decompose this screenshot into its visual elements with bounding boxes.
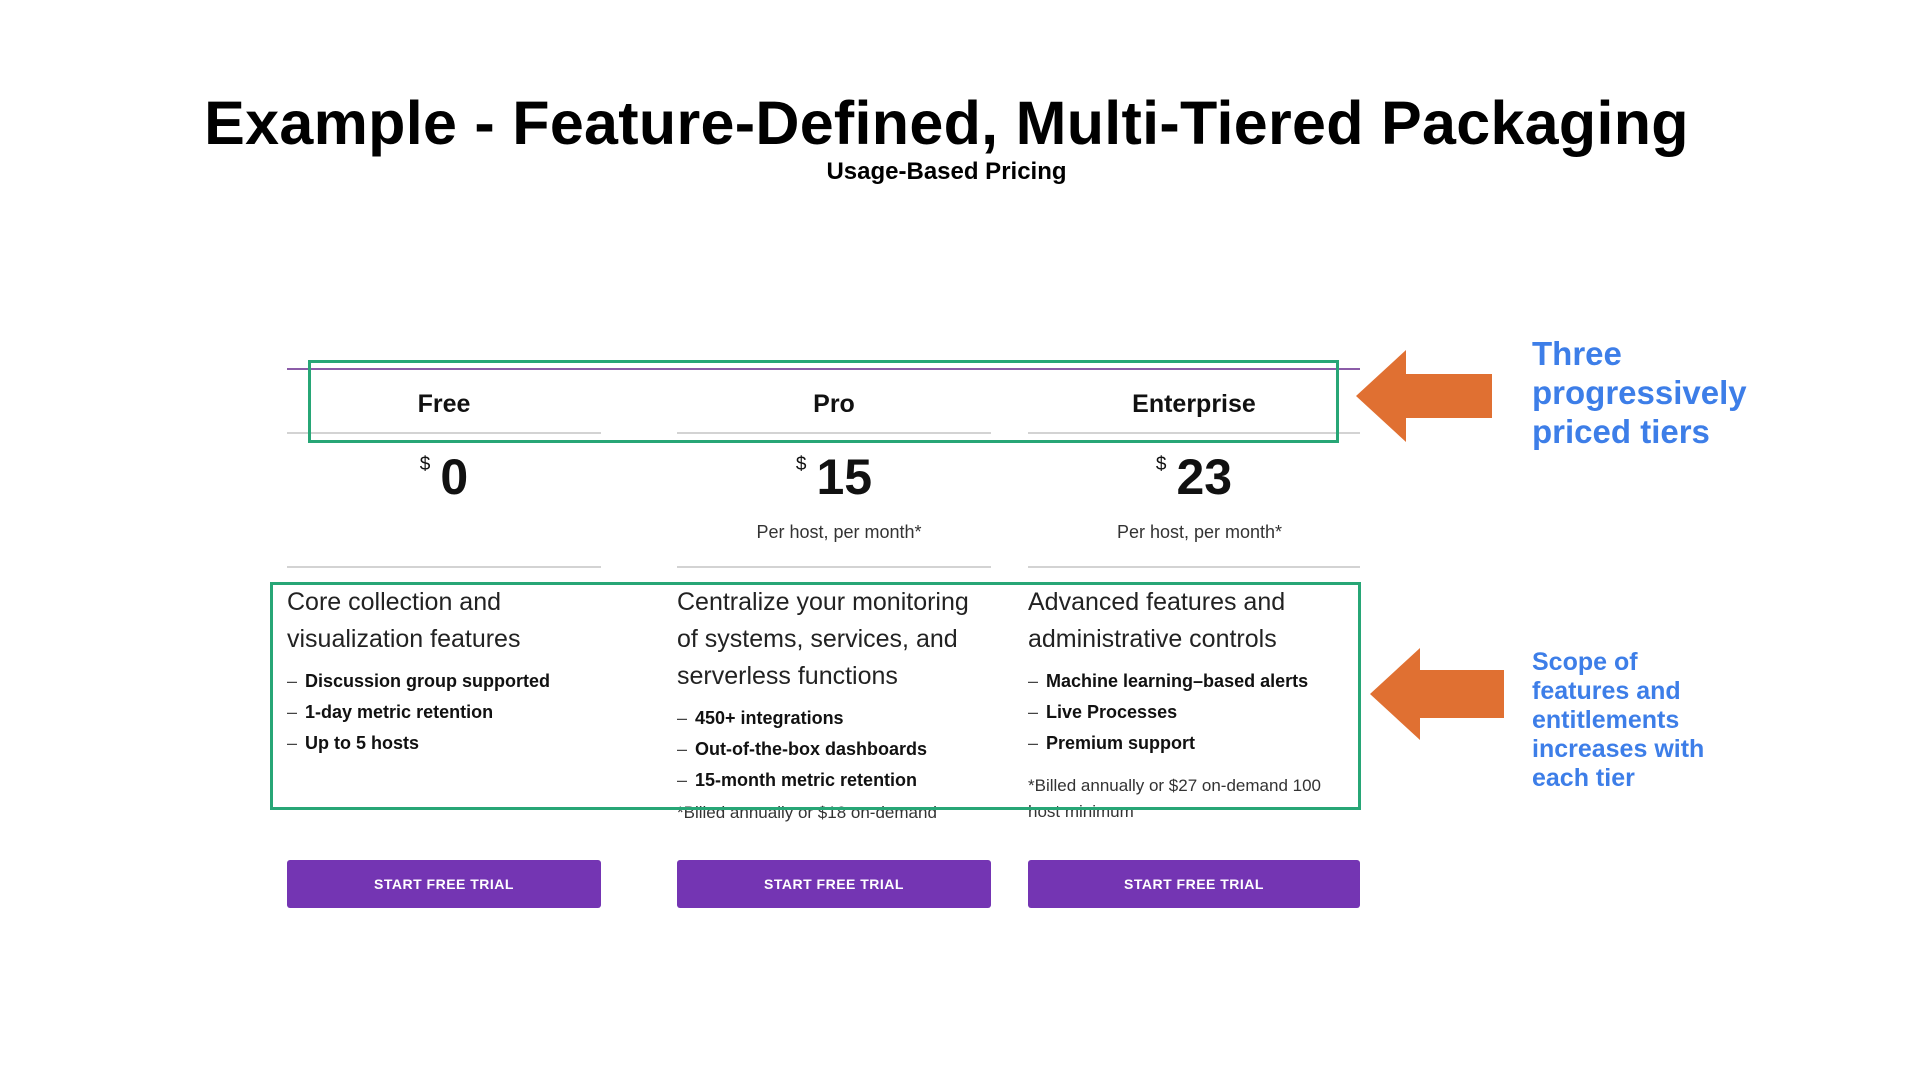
divider xyxy=(677,432,991,434)
slide-title: Example - Feature-Defined, Multi-Tiered … xyxy=(204,89,1689,157)
tier-name-free: Free xyxy=(417,390,471,418)
tier-tagline: Core collection and visualization featur… xyxy=(287,588,521,653)
feature-item: –1-day metric retention xyxy=(287,702,494,722)
divider xyxy=(677,566,991,568)
feature-item: –Out-of-the-box dashboards xyxy=(677,739,928,759)
currency-symbol: $ xyxy=(1155,454,1167,475)
tiers-arrow-icon xyxy=(1356,350,1492,442)
price-amount: 15 xyxy=(816,449,873,505)
price-enterprise: $23 xyxy=(1028,448,1360,506)
divider xyxy=(287,432,601,434)
currency-symbol: $ xyxy=(795,454,807,475)
feature-list: –Machine learning–based alerts –Live Pro… xyxy=(1028,666,1373,759)
slide-subtitle: Usage-Based Pricing xyxy=(826,158,1067,185)
divider xyxy=(1028,566,1360,568)
tier-details-enterprise: Advanced features and administrative con… xyxy=(1028,584,1373,825)
tier-name-pro: Pro xyxy=(813,390,855,418)
start-free-trial-button-free[interactable]: START FREE TRIAL xyxy=(287,860,601,908)
price-amount: 23 xyxy=(1176,449,1233,505)
tier-name-enterprise: Enterprise xyxy=(1132,390,1256,418)
feature-item: –Live Processes xyxy=(1028,702,1178,722)
price-amount: 0 xyxy=(440,449,469,505)
price-free: $0 xyxy=(287,448,601,506)
feature-list: –Discussion group supported –1-day metri… xyxy=(287,666,627,759)
tier-details-free: Core collection and visualization featur… xyxy=(287,584,627,759)
feature-item: –450+ integrations xyxy=(677,708,844,728)
feature-item: –15-month metric retention xyxy=(677,770,918,790)
scope-callout: Scope of features and entitlements incre… xyxy=(1532,648,1705,792)
currency-symbol: $ xyxy=(419,454,431,475)
price-pro: $15 xyxy=(677,448,991,506)
feature-item: –Discussion group supported xyxy=(287,671,551,691)
feature-item: –Machine learning–based alerts xyxy=(1028,671,1309,691)
feature-item: –Up to 5 hosts xyxy=(287,733,420,753)
tiers-callout: Three progressively priced tiers xyxy=(1532,335,1747,450)
scope-arrow-icon xyxy=(1370,648,1504,740)
billing-note: *Billed annually or $27 on-demand 100 ho… xyxy=(1028,776,1321,821)
divider xyxy=(1028,432,1360,434)
pricing-top-rule xyxy=(287,368,1360,370)
divider xyxy=(287,566,601,568)
start-free-trial-button-enterprise[interactable]: START FREE TRIAL xyxy=(1028,860,1360,908)
feature-list: –450+ integrations –Out-of-the-box dashb… xyxy=(677,703,1017,796)
tier-tagline: Advanced features and administrative con… xyxy=(1028,588,1286,653)
tiers-highlight-box xyxy=(308,360,1339,443)
price-period-pro: Per host, per month* xyxy=(756,522,922,542)
features-highlight-box xyxy=(270,582,1361,810)
tier-tagline: Centralize your monitoring of systems, s… xyxy=(677,588,969,690)
feature-item: –Premium support xyxy=(1028,733,1196,753)
price-period-enterprise: Per host, per month* xyxy=(1116,522,1283,542)
start-free-trial-button-pro[interactable]: START FREE TRIAL xyxy=(677,860,991,908)
